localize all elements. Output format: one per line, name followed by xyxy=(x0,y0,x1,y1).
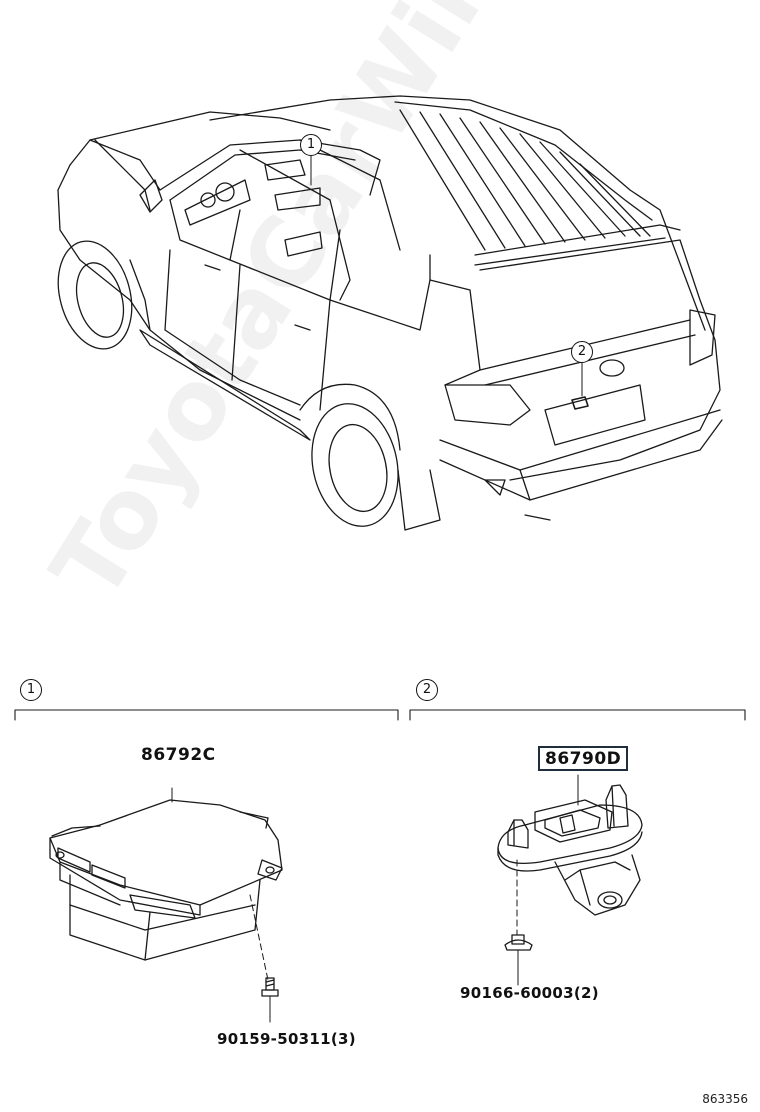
part-number-control-unit[interactable]: 86792C xyxy=(141,745,216,765)
callout-2-vehicle: 2 xyxy=(571,341,593,363)
part-number-clip[interactable]: 90166-60003(2) xyxy=(460,984,599,1002)
callout-2-section: 2 xyxy=(416,679,438,701)
vehicle-illustration xyxy=(57,95,723,531)
rear-camera-86790D xyxy=(497,774,643,986)
part-number-rear-camera[interactable]: 86790D xyxy=(538,746,629,771)
part-number-screw[interactable]: 90159-50311(3) xyxy=(217,1030,356,1048)
control-unit-86792C xyxy=(49,787,283,1023)
callout-1-section: 1 xyxy=(20,679,42,701)
section-brackets xyxy=(14,709,746,721)
figure-number: 863356 xyxy=(702,1092,748,1106)
callout-1-vehicle: 1 xyxy=(300,134,322,156)
